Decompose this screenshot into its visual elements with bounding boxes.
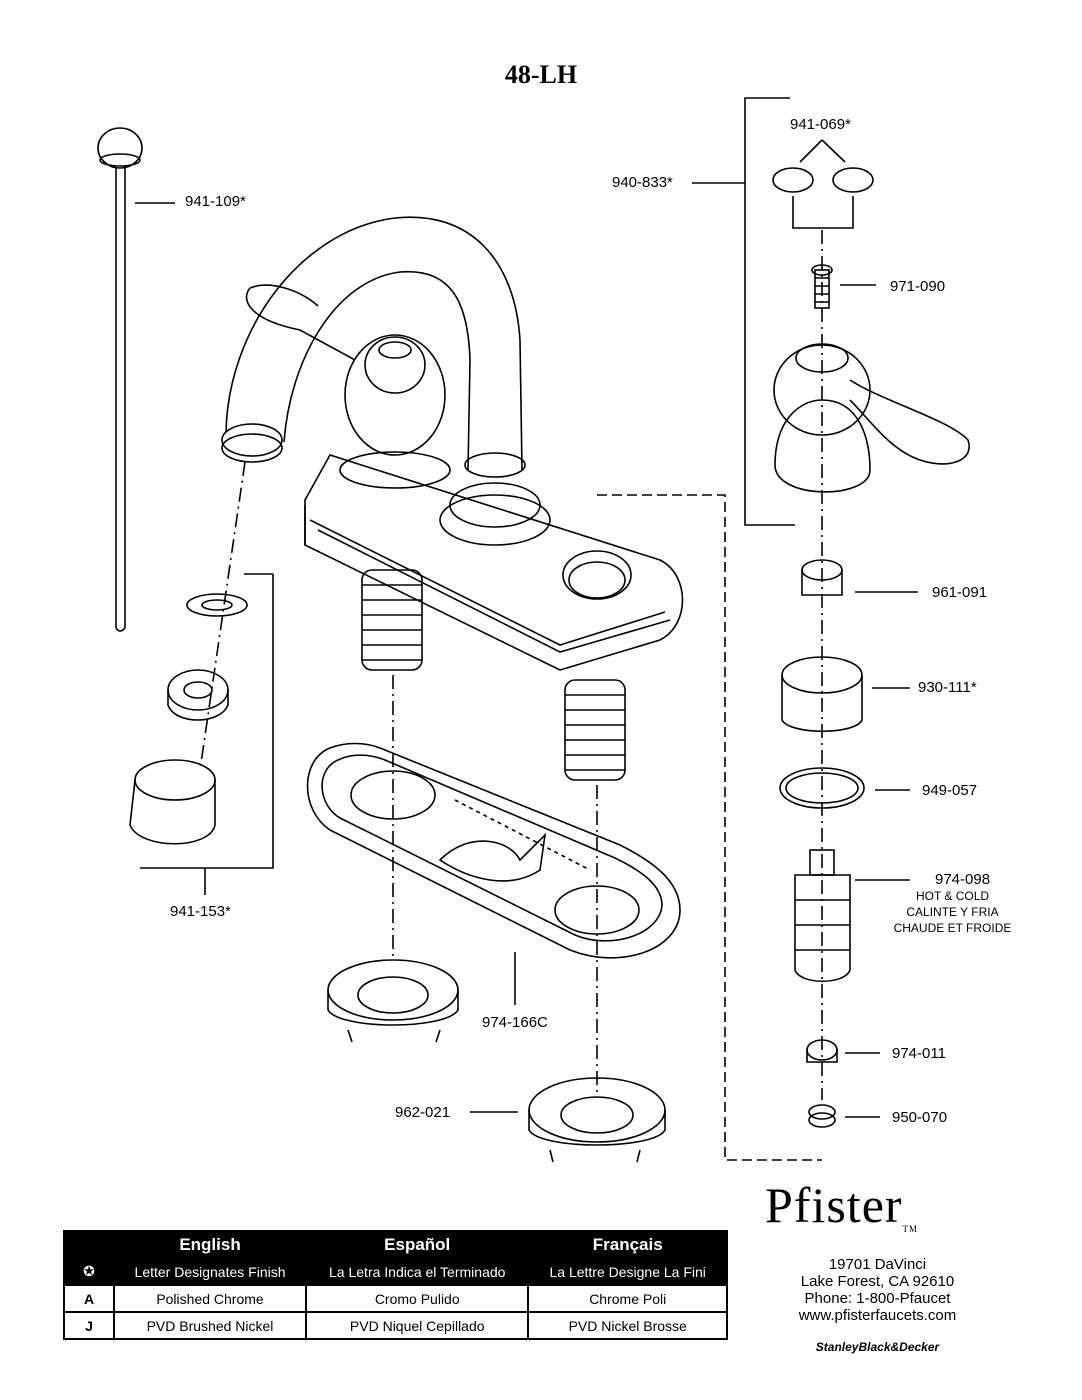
finish-table-legend-row: ✪ Letter Designates Finish La Letra Indi… — [63, 1257, 728, 1286]
cartridge-note: HOT & COLD CALINTE Y FRIA CHAUDE ET FROI… — [880, 888, 1025, 936]
finish-table-legend: La Lettre Designe La Fini — [527, 1257, 728, 1286]
label-974-166c: 974-166C — [482, 1014, 548, 1031]
finish-symbol-icon: ✪ — [63, 1257, 115, 1286]
brand-name: Pfister — [765, 1177, 903, 1233]
finish-code: J — [63, 1311, 115, 1340]
label-930-111: 930-111* — [918, 679, 977, 696]
brand-logo: PfisterTM — [765, 1176, 918, 1234]
finish-spanish: PVD Niquel Cepillado — [305, 1311, 530, 1340]
finish-spanish: Cromo Pulido — [305, 1284, 530, 1313]
handle-stack-drawing — [392, 97, 970, 1161]
label-941-109: 941-109* — [185, 193, 246, 210]
lift-rod-drawing — [97, 127, 175, 632]
deck-gasket-drawing — [306, 742, 681, 1005]
label-940-833: 940-833* — [612, 174, 673, 191]
finish-french: PVD Nickel Brosse — [527, 1311, 728, 1340]
address-line: Lake Forest, CA 92610 — [800, 1273, 955, 1290]
label-949-057: 949-057 — [922, 782, 978, 799]
cartridge-note-line: CHAUDE ET FROIDE — [893, 921, 1012, 935]
finish-english: PVD Brushed Nickel — [112, 1311, 308, 1340]
finish-french: Chrome Poli — [527, 1284, 728, 1313]
cartridge-note-line: CALINTE Y FRIA — [906, 905, 999, 919]
mounting-nuts-drawing — [327, 959, 666, 1163]
aerator-drawing — [129, 461, 274, 895]
parent-company: StanleyBlack&Decker — [815, 1340, 940, 1354]
finish-table-row: J PVD Brushed Nickel PVD Niquel Cepillad… — [63, 1311, 728, 1340]
label-961-091: 961-091 — [932, 584, 988, 601]
phone-line: Phone: 1-800-Pfaucet — [804, 1290, 951, 1307]
brand-address: 19701 DaVinci Lake Forest, CA 92610 Phon… — [770, 1256, 985, 1324]
label-974-011: 974-011 — [892, 1045, 946, 1062]
finish-table-row: A Polished Chrome Cromo Pulido Chrome Po… — [63, 1284, 728, 1313]
label-941-153: 941-153* — [170, 903, 231, 920]
label-974-098: 974-098 — [935, 871, 991, 888]
finish-table-lang: English — [112, 1230, 308, 1259]
finish-table-lang: Español — [305, 1230, 530, 1259]
finish-table: English Español Français ✪ Letter Design… — [63, 1230, 728, 1340]
website-line: www.pfisterfaucets.com — [798, 1307, 957, 1324]
finish-table-legend: La Letra Indica el Terminado — [305, 1257, 530, 1286]
trademark: TM — [902, 1224, 919, 1234]
label-950-070: 950-070 — [892, 1109, 948, 1126]
finish-table-lang: Français — [527, 1230, 728, 1259]
finish-table-corner — [63, 1230, 115, 1259]
finish-table-language-row: English Español Français — [63, 1230, 728, 1259]
finish-english: Polished Chrome — [112, 1284, 308, 1313]
faucet-body-drawing — [221, 216, 684, 781]
finish-table-legend: Letter Designates Finish — [112, 1257, 308, 1286]
model-title: 48-LH — [504, 60, 578, 89]
label-971-090: 971-090 — [890, 278, 946, 295]
cartridge-note-line: HOT & COLD — [915, 889, 990, 903]
finish-code: A — [63, 1284, 115, 1313]
label-962-021: 962-021 — [395, 1104, 451, 1121]
label-941-069: 941-069* — [790, 116, 851, 133]
address-line: 19701 DaVinci — [828, 1256, 927, 1273]
